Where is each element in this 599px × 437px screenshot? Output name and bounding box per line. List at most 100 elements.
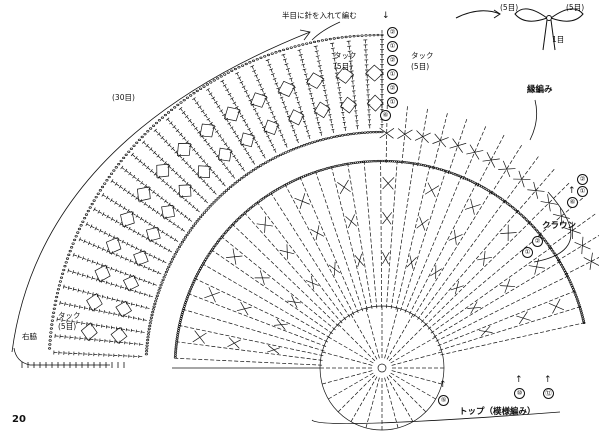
stitch-mark (123, 315, 128, 317)
crown-stitch (445, 320, 449, 324)
crown-stitch (307, 352, 312, 354)
crown-stitch (413, 286, 416, 291)
crown-stitch (254, 340, 259, 343)
crown-stitch (465, 332, 470, 335)
stitch-mark (239, 164, 243, 168)
edging-stitch (472, 153, 475, 158)
diamond-motif (136, 186, 151, 202)
stitch-mark (121, 256, 125, 259)
top-stitch (368, 319, 371, 324)
crown-stitch (395, 275, 397, 280)
chain-stitch (238, 216, 241, 219)
crown-stitch (494, 285, 498, 289)
stitch-mark (261, 89, 264, 93)
chain-stitch (340, 134, 345, 137)
stitch-mark (336, 82, 340, 84)
crown-stitch (559, 311, 564, 314)
stitch-mark (165, 117, 170, 121)
chain-stitch (166, 268, 170, 271)
cross-stitch (560, 207, 563, 225)
stitch-mark (168, 250, 173, 253)
crown-stitch (334, 293, 338, 298)
crown-stitch (322, 319, 327, 323)
crown-stitch (447, 257, 451, 261)
stitch-mark (241, 167, 245, 170)
edging-stitch (418, 156, 420, 161)
crown-stitch (259, 308, 264, 312)
crown-stitch (201, 329, 206, 332)
stitch-mark (96, 277, 98, 282)
crown-stitch (286, 217, 290, 222)
stitch-mark (243, 120, 247, 124)
top-stitch (426, 393, 431, 397)
cross-stitch (416, 130, 429, 144)
stitch-mark (300, 54, 302, 59)
stitch-mark (282, 58, 287, 61)
crown-stitch (298, 210, 302, 215)
stitch-mark (104, 311, 108, 313)
crown-stitch (479, 268, 484, 272)
stitch-mark (241, 115, 244, 120)
crown-stitch (266, 256, 270, 261)
crown-stitch (484, 292, 489, 296)
edging-stitch (547, 224, 551, 229)
stitch-mark (210, 123, 214, 127)
stitch-mark (320, 70, 322, 75)
crown-stitch (339, 201, 342, 206)
crown-stitch (545, 330, 550, 332)
crown-stitch (267, 215, 271, 220)
stitch-mark (332, 48, 334, 52)
chain-stitch (547, 244, 551, 248)
stitch-mark (316, 51, 318, 55)
stitch-mark (330, 123, 334, 126)
stitch-mark (149, 223, 153, 227)
edging-stitch (586, 217, 591, 221)
circ-10: ⑩ (514, 388, 525, 399)
crown-stitch (335, 315, 339, 319)
stitch-mark (114, 201, 117, 205)
stitch-mark (304, 69, 306, 73)
top-stitch (369, 372, 374, 376)
crown-stitch (320, 187, 323, 192)
stitch-mark (258, 146, 261, 150)
stitch-mark (154, 173, 159, 177)
diamond-motif (306, 72, 325, 89)
stitch-mark (83, 306, 86, 310)
crown-stitch (253, 262, 257, 266)
stitch-mark (220, 110, 224, 114)
stitch-mark (165, 217, 169, 221)
circ-2-c: ② (387, 83, 398, 94)
chain-stitch (229, 185, 233, 189)
crown-stitch (520, 282, 525, 286)
crown-stitch (405, 289, 408, 294)
edging-stitch (483, 126, 487, 131)
stitch-mark (337, 87, 341, 89)
crown-stitch (313, 353, 318, 355)
stitch-mark (246, 124, 249, 128)
cross-stitch (434, 133, 447, 148)
crown-stitch (441, 314, 445, 319)
chain-stitch (238, 178, 242, 181)
crown-stitch (330, 248, 333, 253)
top-stitch (350, 374, 356, 377)
crown-stitch (479, 295, 484, 299)
crown-stitch (410, 174, 413, 179)
crown-stitch (336, 189, 339, 194)
stitch-mark (179, 176, 183, 180)
stitch-mark (274, 78, 277, 83)
rounds-bracket-curve (11, 31, 311, 353)
crown-stitch (521, 296, 526, 300)
stitch-mark (127, 190, 130, 195)
crown-stitch (188, 310, 193, 313)
stitch-mark (321, 75, 323, 80)
crown-stitch (455, 220, 458, 224)
chain-stitch (86, 209, 90, 213)
stitch-mark (282, 102, 285, 106)
chain-stitch (154, 121, 159, 125)
crown-stitch (398, 257, 400, 262)
crown-stitch (433, 262, 437, 267)
x-motif (299, 193, 306, 209)
crown-stitch (413, 267, 415, 272)
top-stitch (354, 340, 359, 345)
chain-stitch (59, 276, 64, 279)
